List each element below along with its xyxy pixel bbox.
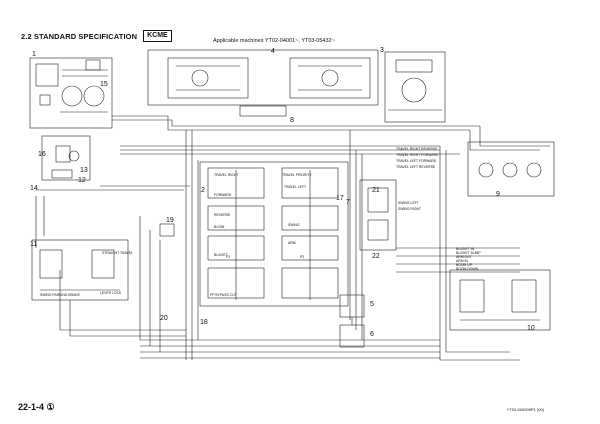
callout-9: 9 — [496, 191, 500, 198]
label-bucket: BUCKET — [214, 253, 228, 257]
section-header: 2.2 STANDARD SPECIFICATION KCME — [21, 30, 172, 42]
callout-18: 18 — [200, 319, 208, 326]
callout-labels: 1 2 3 4 5 6 7 8 9 10 11 12 13 14 15 16 1… — [30, 47, 535, 338]
applicable-machines-label: Applicable machines YT02-04001~, YT03-05… — [213, 38, 335, 44]
label-boom-down: BOOM DOWN — [456, 267, 479, 271]
callout-22: 22 — [372, 253, 380, 260]
label-straight-travel: STRAIGHT TRAVEL — [102, 251, 133, 255]
callout-3: 3 — [380, 47, 384, 54]
operator-pilot-valve — [449, 269, 551, 331]
main-control-valve — [199, 161, 349, 307]
page-number: 22-1-4 ① — [18, 402, 55, 412]
shuttle-valve — [339, 294, 365, 348]
callout-11: 11 — [30, 241, 37, 248]
label-boom: BOOM — [214, 225, 225, 229]
label-swing: SWING — [288, 223, 300, 227]
label-pp-bypass-cut: PP BYPASS CUT — [210, 293, 237, 297]
callout-15: 15 — [100, 81, 108, 88]
swing-motor-block — [384, 51, 446, 123]
swing-valve-block — [359, 179, 397, 251]
accumulator — [159, 223, 175, 237]
label-travel-left-reverse: TRAVEL LEFT REVERSE — [396, 165, 436, 169]
callout-19: 19 — [166, 217, 174, 224]
label-travel-right-forward: TRAVEL RIGHT FORWARD — [396, 153, 439, 157]
label-swing-right: SWING RIGHT — [398, 207, 421, 211]
callout-7: 7 — [346, 199, 350, 206]
label-bucket-in: BUCKET IN — [456, 247, 475, 251]
label-arm-out: ARM OUT — [456, 255, 472, 259]
label-travel-left-forward: TRAVEL LEFT FORWARD — [396, 159, 437, 163]
label-bucket-dump: BUCKET DUMP — [456, 251, 481, 255]
callout-21: 21 — [372, 187, 380, 194]
callout-16: 16 — [38, 151, 46, 158]
section-title: 2.2 STANDARD SPECIFICATION — [21, 31, 138, 41]
label-boom-up: BOOM UP — [456, 263, 473, 267]
callout-5: 5 — [370, 301, 374, 308]
callout-6: 6 — [370, 331, 374, 338]
spec-badge: KCME — [143, 30, 172, 42]
label-arm-in: ARM IN — [456, 259, 468, 263]
label-swing-left: SWING LEFT — [398, 201, 419, 205]
label-travel-priority: TRAVEL PRIORITY — [282, 173, 313, 177]
solenoid-valve-block — [467, 141, 555, 197]
callout-8: 8 — [290, 117, 294, 124]
callout-13: 13 — [80, 167, 88, 174]
callout-14: 14 — [30, 185, 38, 192]
callout-12: 12 — [78, 177, 86, 184]
callout-10: 10 — [527, 325, 535, 332]
travel-motor-block — [147, 49, 379, 117]
label-p2: P2 — [300, 255, 304, 259]
component-labels: TRAVEL PRIORITY TRAVEL RIGHT TRAVEL LEFT… — [40, 147, 481, 297]
callout-20: 20 — [160, 315, 168, 322]
label-arm: ARM — [288, 241, 296, 245]
label-travel-right-reverse: TRAVEL RIGHT REVERSE — [396, 147, 438, 151]
pilot-filter-group — [36, 135, 100, 191]
label-p1: P1 — [226, 255, 230, 259]
label-swing-parking-brake: SWING PARKING BRAKE — [40, 293, 81, 297]
main-pump-assembly — [29, 57, 113, 129]
document-code: YT02-000005P1 (00) — [506, 407, 544, 412]
callout-1: 1 — [32, 51, 36, 58]
label-travel-right: TRAVEL RIGHT — [214, 173, 238, 177]
callout-4: 4 — [271, 48, 275, 55]
callout-17: 17 — [336, 195, 344, 202]
label-travel-left: TRAVEL LEFT — [284, 185, 306, 189]
label-lever-lock: LEVER LOCK — [100, 291, 122, 295]
callout-2: 2 — [201, 187, 205, 194]
label-forward: FORWARD — [214, 193, 232, 197]
pilot-lines — [35, 115, 550, 361]
label-reverse: REVERSE — [214, 213, 231, 217]
left-pilot-valve — [31, 239, 129, 301]
